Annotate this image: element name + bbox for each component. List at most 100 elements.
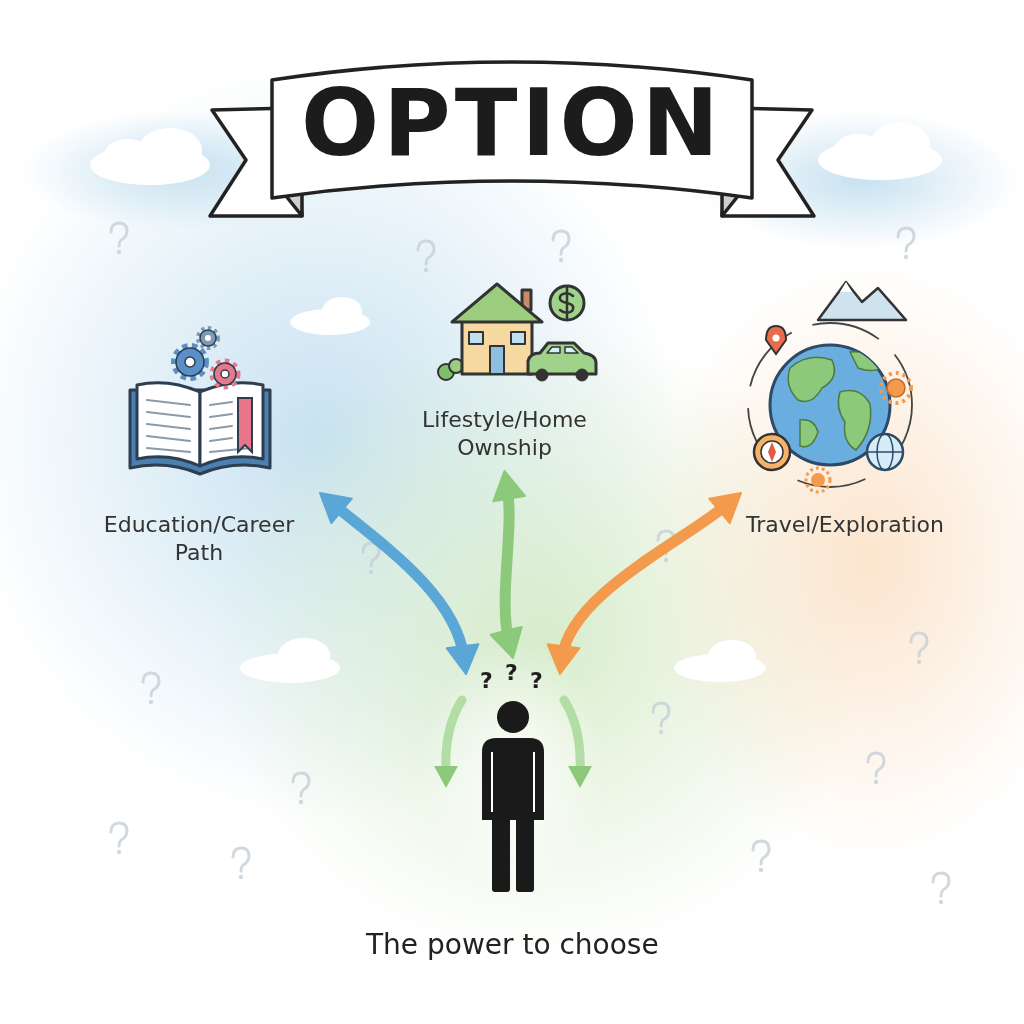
title-ribbon	[210, 62, 814, 216]
faint-question-marks	[111, 823, 127, 854]
option-label: Lifestyle/Home Ownship	[397, 400, 612, 467]
clouds	[834, 134, 882, 166]
book-gears-icon	[210, 414, 232, 417]
label-text: Lifestyle/Home Ownship	[405, 406, 604, 461]
arrow-head	[548, 644, 580, 674]
house-car-money-icon	[462, 318, 532, 374]
house-car-money-icon	[469, 332, 483, 344]
curved-arrow	[548, 493, 741, 674]
book-gears-icon	[176, 348, 204, 376]
book-gears-icon	[147, 448, 190, 452]
faint-question-marks	[753, 841, 769, 872]
globe-travel-icon	[754, 434, 790, 470]
option-label: Travel/Exploration	[737, 505, 953, 545]
house-car-money-icon	[550, 286, 584, 320]
arrow-line	[562, 503, 729, 658]
person-leg	[516, 812, 534, 892]
globe-travel-icon	[850, 352, 884, 371]
faint-question-marks	[418, 241, 434, 272]
arrow-line	[332, 503, 464, 658]
faint-question-marks	[933, 873, 949, 904]
globe-travel-icon	[887, 379, 905, 397]
book-gears-icon	[210, 402, 232, 405]
globe-travel-icon	[761, 441, 783, 463]
book-gears-icon	[147, 412, 190, 417]
label-text: Education/Career Path	[82, 511, 316, 566]
book-gears-icon	[147, 436, 190, 441]
book-gears-icon	[200, 383, 263, 466]
book-gears-icon	[147, 400, 190, 405]
person-head	[497, 701, 529, 733]
person-node: ???	[468, 660, 558, 895]
faint-question-marks	[553, 231, 569, 262]
globe-travel-icon	[773, 335, 780, 342]
watercolor-wash	[640, 260, 1024, 860]
faint-question-marks	[143, 673, 159, 704]
clouds	[104, 139, 152, 171]
globe-travel-icon	[788, 352, 884, 450]
faint-question-marks	[111, 223, 127, 254]
book-gears-icon	[200, 330, 216, 346]
book-gears-icon	[238, 398, 252, 452]
label-text: Travel/Exploration	[745, 511, 945, 539]
arrow-head	[709, 493, 741, 523]
globe-travel-icon	[811, 473, 825, 487]
person-arm-gap	[533, 752, 535, 812]
curved-arrow	[491, 471, 525, 658]
clouds	[278, 638, 330, 672]
globe-travel-icon	[867, 451, 903, 453]
book-gears-icon	[205, 335, 211, 341]
clouds	[708, 640, 756, 672]
faint-question-marks	[363, 543, 379, 574]
question-mark: ?	[530, 670, 543, 692]
person-halo	[446, 700, 462, 772]
arrow-head	[493, 471, 525, 501]
book-gears-icon	[185, 357, 195, 367]
person-arm-gap	[491, 752, 493, 812]
globe-travel-icon	[867, 434, 903, 470]
book-gears-icon	[210, 426, 232, 429]
book-gears-icon	[214, 363, 236, 385]
curved-arrow	[320, 493, 478, 674]
book-gears-icon	[175, 347, 205, 377]
house-car-money-icon	[528, 343, 596, 374]
book-gears-icon	[221, 370, 229, 378]
house-car-money-icon	[452, 284, 542, 322]
title-ribbon	[272, 62, 752, 198]
globe-travel-icon	[838, 391, 870, 451]
house-car-money-icon	[536, 369, 548, 381]
faint-question-marks	[868, 753, 884, 784]
globe-travel-icon	[818, 282, 906, 320]
house-car-money-icon	[560, 288, 573, 318]
faint-question-marks	[233, 848, 249, 879]
option-label: Education/Career Path	[74, 505, 324, 572]
person-halo	[418, 640, 608, 900]
caption-text: The power to choose	[366, 928, 659, 962]
book-gears-icon	[147, 400, 252, 452]
question-mark: ?	[505, 662, 518, 684]
globe-travel-icon	[788, 357, 834, 401]
faint-question-marks	[898, 228, 914, 259]
book-gears-icon	[137, 383, 200, 466]
faint-question-marks	[293, 773, 309, 804]
faint-question-marks	[653, 703, 669, 734]
book-gears-icon	[210, 448, 252, 452]
person-leg	[492, 812, 510, 892]
house-car-money-icon	[490, 346, 504, 374]
book-gears-icon	[210, 438, 232, 441]
arrow-head	[491, 627, 522, 658]
house-car-money-icon	[438, 284, 596, 381]
arrow-head	[320, 493, 352, 523]
clouds	[696, 297, 736, 325]
globe-travel-icon	[766, 326, 786, 354]
person-halo	[564, 700, 580, 772]
person-body	[482, 738, 544, 820]
globe-travel-icon	[748, 282, 912, 492]
globe-travel-icon	[748, 323, 912, 487]
book-gears-icon	[147, 424, 190, 429]
globe-travel-icon	[768, 442, 776, 462]
banner-title: OPTION	[301, 78, 723, 170]
